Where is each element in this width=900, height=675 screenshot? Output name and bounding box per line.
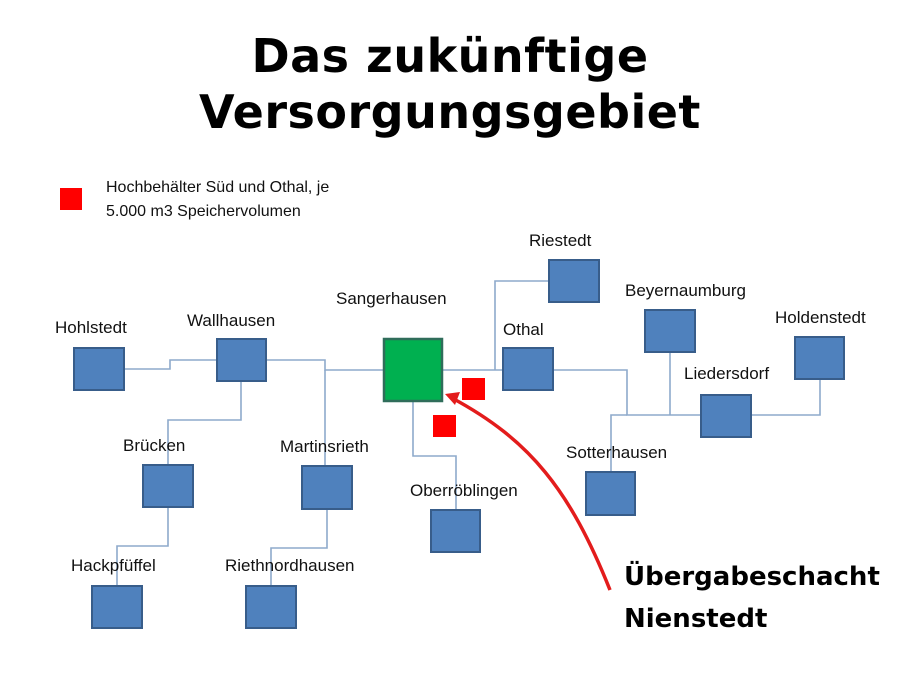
node-holdenstedt [794, 336, 845, 380]
label-othal: Othal [503, 320, 544, 339]
legend-red-square-icon [60, 188, 82, 210]
title-line-2: Versorgungsgebiet [199, 85, 701, 139]
node-riethnordhausen [245, 585, 297, 629]
node-wallhausen [216, 338, 267, 382]
reservoir-othal-square [462, 378, 485, 400]
node-sotterhausen [585, 471, 636, 516]
node-hohlstedt [73, 347, 125, 391]
label-sangerhausen: Sangerhausen [336, 289, 447, 308]
node-riestedt [548, 259, 600, 303]
node-bruecken [142, 464, 194, 508]
node-sangerhausen-hub [382, 337, 444, 403]
label-riestedt: Riestedt [529, 231, 592, 250]
legend-text: Hochbehälter Süd und Othal, je 5.000 m3 … [106, 176, 329, 224]
node-beyernaumburg [644, 309, 696, 353]
label-wallhausen: Wallhausen [187, 311, 276, 330]
slide-title: Das zukünftige Versorgungsgebiet [0, 28, 900, 140]
node-martinsrieth [301, 465, 353, 510]
connector-lines [116, 280, 821, 586]
reservoir-markers [433, 378, 485, 437]
callout-line-1: Übergabeschacht [624, 562, 880, 592]
node-oberroeblingen [430, 509, 481, 553]
legend-line-2: 5.000 m3 Speichervolumen [106, 203, 301, 220]
label-beyernaumburg: Beyernaumburg [625, 281, 746, 300]
label-oberroeblingen: Oberröblingen [410, 481, 518, 500]
label-martinsrieth: Martinsrieth [280, 437, 369, 456]
callout-arrow [445, 392, 612, 591]
label-liedersdorf: Liedersdorf [684, 364, 770, 383]
label-bruecken: Brücken [123, 436, 186, 455]
node-hackpfueffel [91, 585, 143, 629]
arrowhead-icon [445, 392, 460, 405]
reservoir-sued-square [433, 415, 456, 437]
callout-label: Übergabeschacht Nienstedt [624, 556, 880, 640]
title-line-1: Das zukünftige [251, 29, 649, 83]
callout-line-2: Nienstedt [624, 604, 768, 634]
label-riethnordhausen: Riethnordhausen [225, 556, 355, 575]
label-hackpfueffel: Hackpfüffel [71, 556, 156, 575]
label-holdenstedt: Holdenstedt [775, 308, 866, 327]
label-hohlstedt: Hohlstedt [55, 318, 127, 337]
node-liedersdorf [700, 394, 752, 438]
label-sotterhausen: Sotterhausen [566, 443, 668, 462]
node-othal [502, 347, 554, 391]
legend-line-1: Hochbehälter Süd und Othal, je [106, 179, 330, 196]
town-nodes [73, 259, 845, 629]
